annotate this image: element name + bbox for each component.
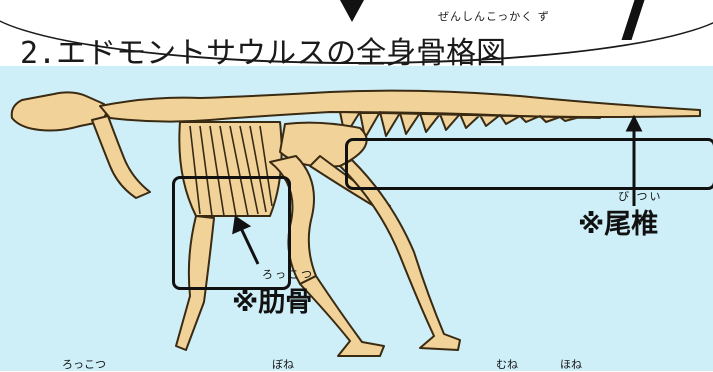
footer-ruby-1: ろっこつ bbox=[62, 356, 106, 372]
spine bbox=[100, 91, 700, 122]
neck-vertebrae bbox=[92, 116, 150, 198]
title-area: ぜんしんこっかく ず 2.エドモントサウルスの全身骨格図 bbox=[20, 4, 640, 64]
hind-leg-lower bbox=[300, 276, 384, 356]
footer-ruby-4: ほね bbox=[560, 356, 582, 372]
footer-ruby-3: むね bbox=[496, 356, 518, 372]
tail-highlight-box bbox=[345, 138, 713, 190]
title-ruby: ぜんしんこっかく ず bbox=[438, 8, 550, 24]
footer-ruby-2: ぼね bbox=[272, 356, 294, 372]
rib-label: ※肋骨 bbox=[232, 280, 312, 319]
skull bbox=[12, 92, 107, 130]
tail-label: ※尾椎 bbox=[578, 202, 658, 241]
